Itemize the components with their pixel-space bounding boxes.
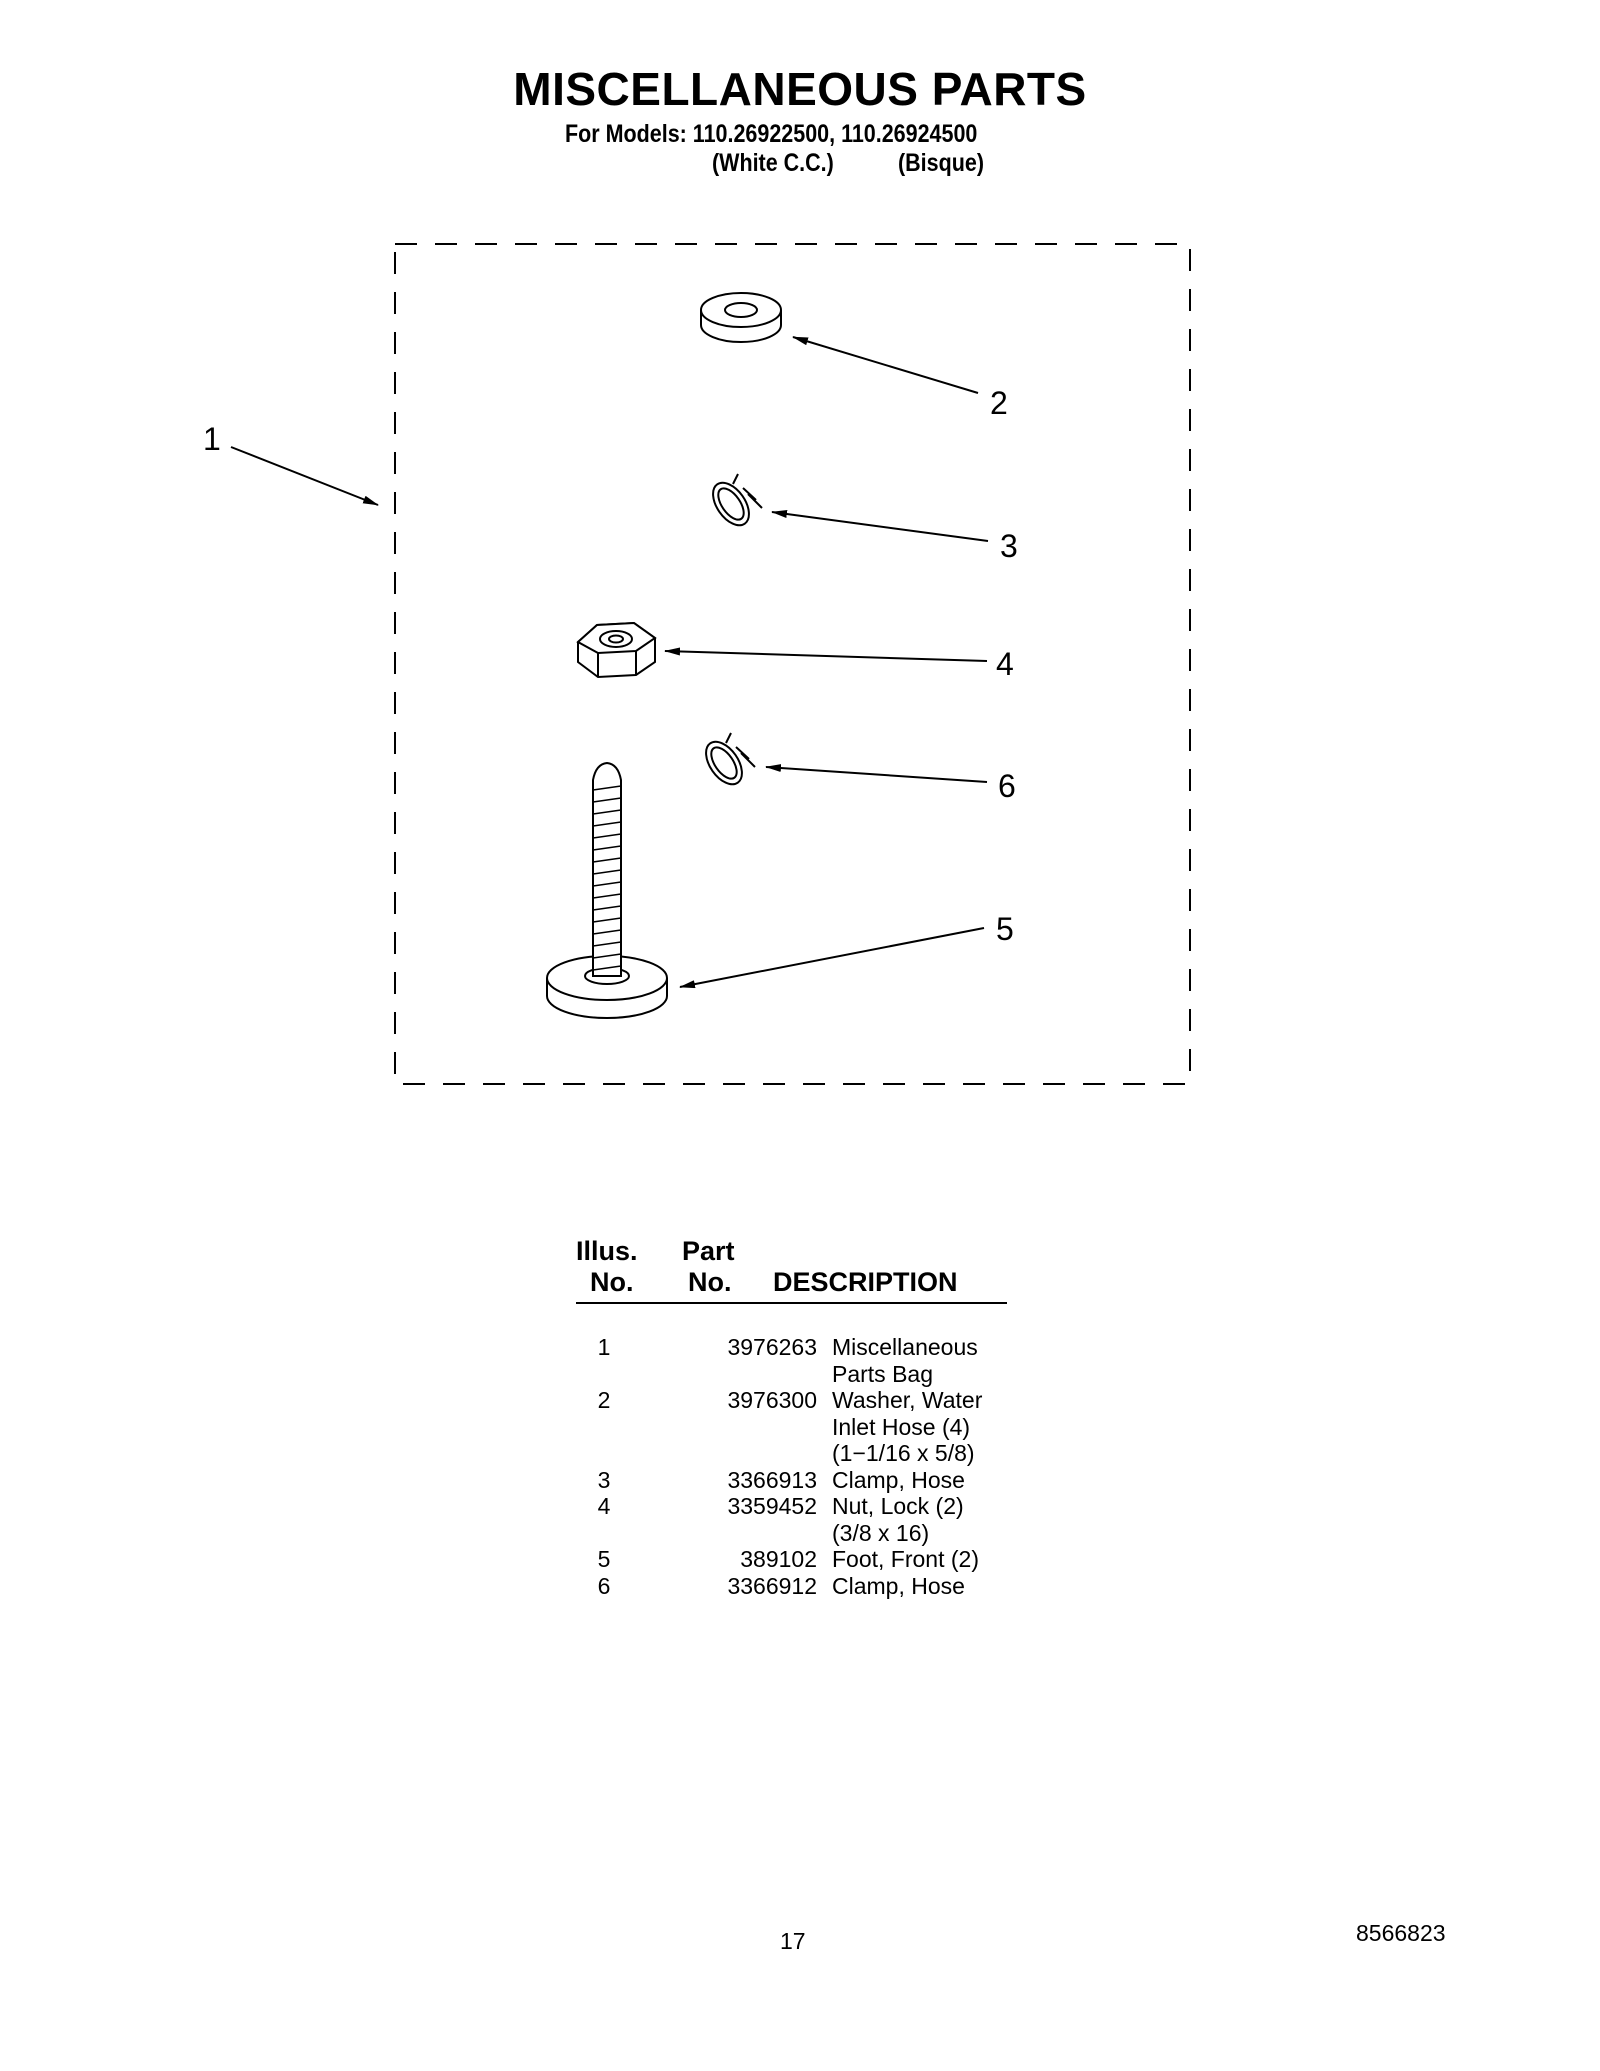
leveling-foot-icon bbox=[546, 761, 668, 1019]
table-row: 4 3359452 Nut, Lock (2) (3/8 x 16) bbox=[576, 1493, 996, 1546]
table-row: 1 3976263 Miscellaneous Parts Bag bbox=[576, 1334, 996, 1387]
description-line: Parts Bag bbox=[832, 1360, 933, 1387]
models-line: For Models: 110.26922500, 110.26924500 bbox=[565, 120, 978, 148]
leader-arrow-4 bbox=[664, 647, 988, 662]
callout-3: 3 bbox=[1000, 528, 1018, 564]
description-line: Miscellaneous bbox=[832, 1334, 978, 1360]
description-line: (3/8 x 16) bbox=[832, 1519, 930, 1546]
leader-arrow-3 bbox=[771, 510, 989, 542]
illus-number: 5 bbox=[597, 1546, 611, 1572]
parts-bag-outline bbox=[394, 243, 1191, 1085]
callout-4: 4 bbox=[996, 646, 1014, 682]
illus-number: 1 bbox=[597, 1334, 611, 1360]
table-row: 3 3366913 Clamp, Hose bbox=[576, 1467, 996, 1494]
description-line: Clamp, Hose bbox=[832, 1572, 965, 1599]
header-part-line1: Part bbox=[682, 1236, 735, 1266]
illus-number: 2 bbox=[597, 1387, 611, 1413]
part-number: 3366912 bbox=[727, 1572, 817, 1599]
description-line: Clamp, Hose bbox=[832, 1466, 965, 1493]
callout-5: 5 bbox=[996, 911, 1014, 947]
illus-number: 6 bbox=[597, 1572, 611, 1599]
table-row: 6 3366912 Clamp, Hose bbox=[576, 1573, 996, 1600]
variant-white: (White C.C.) bbox=[712, 149, 834, 177]
document-number: 8566823 bbox=[1356, 1920, 1446, 1946]
parts-diagram: 1 2 3 4 6 5 bbox=[203, 243, 1191, 1085]
variant-bisque: (Bisque) bbox=[898, 149, 984, 177]
description-line: Foot, Front (2) bbox=[832, 1546, 979, 1572]
lock-nut-icon bbox=[576, 621, 657, 679]
header-illus-line2: No. bbox=[590, 1267, 634, 1297]
header-illus-line1: Illus. bbox=[576, 1236, 638, 1266]
leader-arrow-5 bbox=[679, 927, 985, 989]
description-line: Nut, Lock (2) bbox=[832, 1493, 964, 1519]
part-description: Miscellaneous Parts Bag bbox=[832, 1334, 996, 1387]
page-number: 17 bbox=[780, 1928, 806, 1954]
page-title: MISCELLANEOUS PARTS bbox=[513, 63, 1087, 115]
part-description: Nut, Lock (2) (3/8 x 16) bbox=[832, 1493, 996, 1546]
leader-arrow-2 bbox=[792, 336, 979, 394]
callout-6: 6 bbox=[998, 768, 1016, 804]
hose-clamp-icon-2 bbox=[705, 732, 756, 786]
table-row: 5 389102 Foot, Front (2) bbox=[576, 1546, 996, 1573]
header-description: DESCRIPTION bbox=[773, 1267, 958, 1297]
callout-1: 1 bbox=[203, 421, 221, 457]
header-divider bbox=[576, 1302, 1007, 1304]
hose-clamp-icon bbox=[712, 473, 763, 527]
part-number: 3976300 bbox=[727, 1387, 817, 1413]
table-row: 2 3976300 Washer, Water Inlet Hose (4) (… bbox=[576, 1387, 996, 1467]
header-part-line2: No. bbox=[688, 1267, 732, 1297]
part-number: 389102 bbox=[740, 1546, 817, 1572]
part-description: Foot, Front (2) bbox=[832, 1546, 996, 1573]
part-number: 3359452 bbox=[727, 1493, 817, 1519]
illus-number: 4 bbox=[597, 1493, 611, 1519]
leader-arrow-6 bbox=[765, 764, 988, 783]
description-line: (1−1/16 x 5/8) bbox=[832, 1440, 975, 1466]
part-description: Clamp, Hose bbox=[832, 1467, 996, 1494]
part-number: 3976263 bbox=[727, 1334, 817, 1360]
part-description: Clamp, Hose bbox=[832, 1573, 996, 1600]
callout-2: 2 bbox=[990, 385, 1008, 421]
washer-icon bbox=[700, 292, 782, 343]
description-line: Washer, Water bbox=[832, 1387, 983, 1413]
leader-arrow-1 bbox=[230, 446, 379, 506]
part-description: Washer, Water Inlet Hose (4) (1−1/16 x 5… bbox=[832, 1387, 996, 1467]
part-number: 3366913 bbox=[727, 1466, 817, 1493]
parts-table: 1 3976263 Miscellaneous Parts Bag 2 3976… bbox=[576, 1334, 996, 1599]
description-line: Inlet Hose (4) bbox=[832, 1413, 971, 1440]
illus-number: 3 bbox=[597, 1466, 611, 1493]
